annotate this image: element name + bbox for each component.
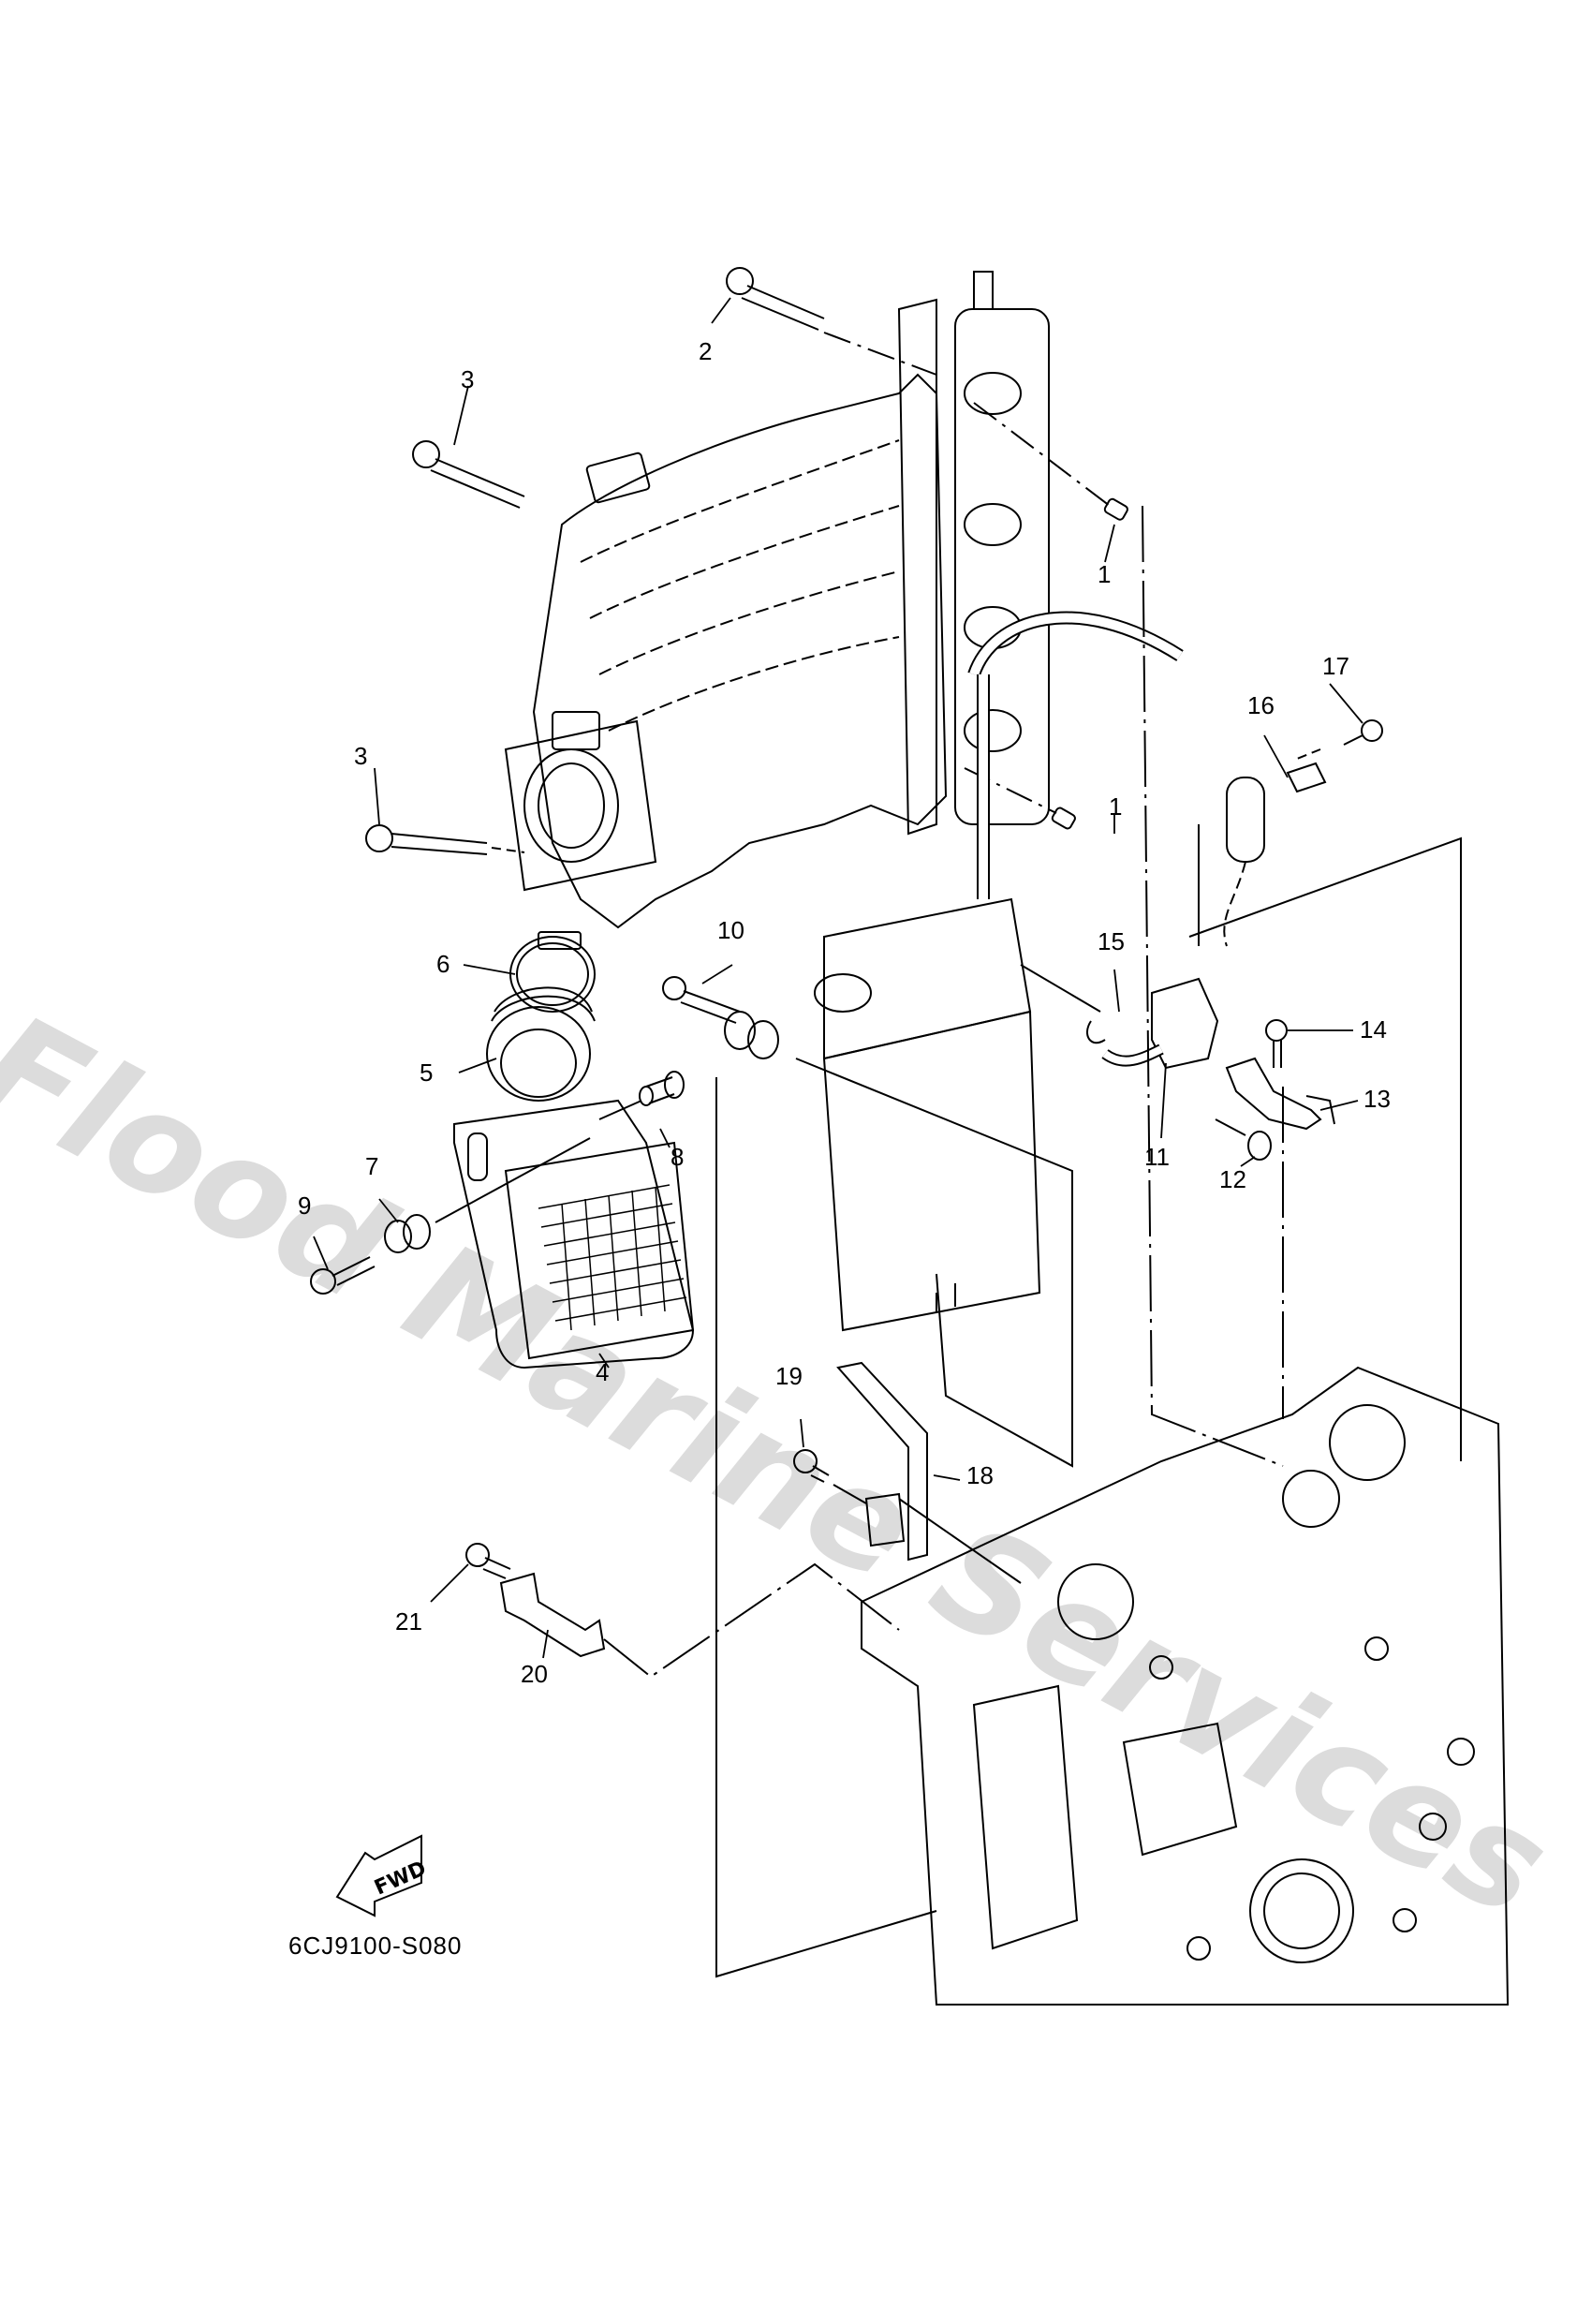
- leader-lines: [313, 297, 1363, 1659]
- drawing-code: 6CJ9100-S080: [288, 1932, 463, 1960]
- bolt-9[interactable]: [310, 1256, 376, 1295]
- fwd-arrow-icon: FWD: [335, 1834, 430, 1917]
- callout-4: 4: [596, 1358, 610, 1386]
- bracket-18[interactable]: [836, 1361, 1022, 1584]
- nut-12[interactable]: [1215, 1118, 1272, 1161]
- callout-2: 2: [699, 337, 713, 365]
- clamp-16[interactable]: [1286, 762, 1327, 793]
- intake-joint[interactable]: [486, 986, 596, 1102]
- callout-5: 5: [420, 1058, 434, 1087]
- bolt-3-lower[interactable]: [365, 824, 525, 855]
- callout-19: 19: [775, 1362, 803, 1390]
- callout-13: 13: [1363, 1085, 1391, 1113]
- intake-silencer[interactable]: [453, 1099, 695, 1369]
- throttle-body[interactable]: [504, 711, 657, 892]
- callout-17: 17: [1322, 652, 1349, 680]
- callout-15: 15: [1098, 927, 1125, 955]
- solenoid-valve[interactable]: [1020, 964, 1219, 1070]
- callout-12: 12: [1219, 1165, 1246, 1193]
- callout-14: 14: [1360, 1015, 1387, 1044]
- callout-7: 7: [365, 1152, 379, 1180]
- callout-20: 20: [521, 1660, 548, 1688]
- grommet-near-10[interactable]: [724, 1011, 779, 1059]
- bolt-21[interactable]: [465, 1543, 511, 1579]
- bolt-10[interactable]: [662, 976, 741, 1024]
- bolt-3-upper[interactable]: [412, 440, 525, 509]
- callout-21: 21: [395, 1607, 422, 1636]
- bolt-14[interactable]: [1265, 1019, 1288, 1068]
- vapor-separator-assembly[interactable]: [814, 611, 1184, 1332]
- dowel-pin-1-upper[interactable]: [973, 402, 1128, 521]
- cylinder-block[interactable]: [861, 1366, 1510, 2006]
- hose-clamp[interactable]: [509, 931, 596, 1013]
- bracket-13[interactable]: [1225, 1057, 1335, 1131]
- callout-10: 10: [717, 916, 744, 944]
- callout-8: 8: [671, 1143, 685, 1171]
- callout-1-upper: 1: [1098, 560, 1112, 588]
- callout-18: 18: [966, 1461, 994, 1489]
- callout-16: 16: [1247, 691, 1275, 719]
- callout-3-lower: 3: [354, 742, 368, 770]
- callout-11: 11: [1144, 1143, 1170, 1171]
- intake-manifold[interactable]: [532, 271, 1050, 929]
- clip-15[interactable]: [1086, 1020, 1106, 1044]
- callout-6: 6: [436, 950, 450, 978]
- bolt-2[interactable]: [726, 267, 937, 376]
- callout-9: 9: [298, 1192, 312, 1220]
- fuel-filter[interactable]: [1223, 777, 1265, 947]
- callout-3-upper: 3: [461, 365, 475, 393]
- reference-lines: [715, 505, 1462, 1978]
- collar-8[interactable]: [598, 1071, 685, 1120]
- bolt-17[interactable]: [1296, 719, 1383, 760]
- bracket-20[interactable]: [499, 1562, 900, 1679]
- callout-1-lower: 1: [1109, 792, 1123, 821]
- grommet-7[interactable]: [384, 1137, 591, 1253]
- bolt-19[interactable]: [793, 1449, 867, 1504]
